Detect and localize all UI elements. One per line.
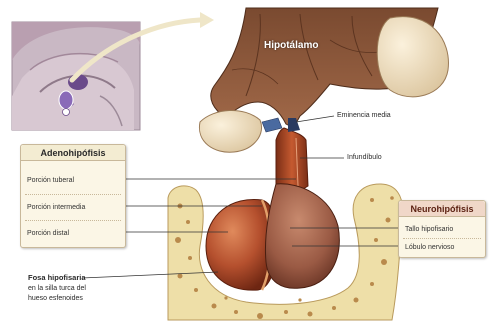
pituitary-stalk: [276, 118, 308, 190]
neurohypophysis-box: Neurohipófisis Tallo hipofisario Lóbulo …: [398, 200, 486, 258]
adeno-separator: [25, 220, 121, 221]
posterior-lobe: [265, 184, 339, 288]
adeno-separator: [25, 194, 121, 195]
adenohypophysis-header: Adenohipófisis: [21, 145, 125, 161]
porcion-intermedia-row: Porción intermedia: [21, 199, 125, 215]
fosa-subtitle-line1: en la silla turca del: [28, 285, 86, 292]
fosa-subtitle-line2: hueso esfenoides: [28, 295, 83, 302]
optic-chiasm-lobe: [377, 17, 448, 97]
porcion-tuberal-row: Porción tuberal: [21, 172, 125, 188]
blue-vessel: [262, 118, 282, 132]
tallo-hipofisario-row: Tallo hipofisario: [399, 222, 485, 236]
neurohypophysis-header: Neurohipófisis: [399, 201, 485, 217]
hypothalamus-label: Hipotálamo: [264, 40, 318, 51]
mammillary-lobe: [199, 110, 261, 152]
infundibulo-label: Infundíbulo: [347, 154, 382, 161]
neuro-separator: [403, 238, 481, 239]
pointer-arrow-head: [200, 12, 214, 28]
porcion-distal-row: Porción distal: [21, 225, 125, 241]
adenohypophysis-box: Adenohipófisis Porción tuberal Porción i…: [20, 144, 126, 248]
fosa-hipofisaria-title: Fosa hipofisaria: [28, 274, 86, 282]
eminencia-media-label: Eminencia media: [337, 112, 391, 119]
lobulo-nervioso-row: Lóbulo nervioso: [399, 240, 485, 254]
